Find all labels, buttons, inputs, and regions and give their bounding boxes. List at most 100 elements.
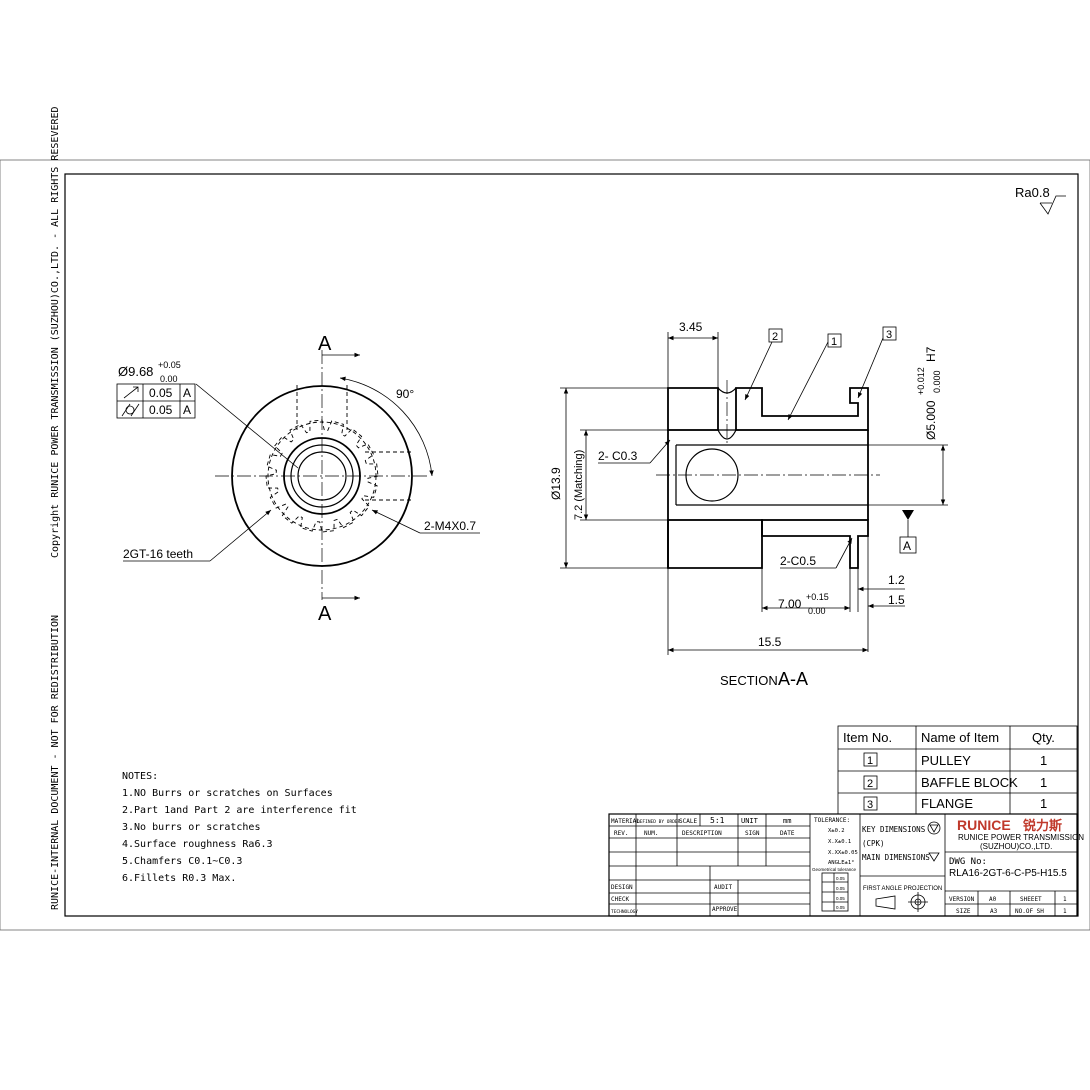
tb-size-label: SIZE — [956, 908, 971, 915]
tb-geo-4: 0.05 — [836, 905, 845, 910]
fcf-value-1: 0.05 — [149, 386, 173, 400]
bom-item-3: 3 — [867, 799, 873, 811]
company-logo: RUNICE — [957, 817, 1011, 833]
bore-tol-lower-s: 0.000 — [932, 370, 942, 393]
bom-qty-1: 1 — [1040, 753, 1047, 768]
tb-rev: REV. — [614, 830, 628, 837]
bom-qty-2: 1 — [1040, 775, 1047, 790]
note-1: 1.NO Burrs or scratches on Surfaces — [122, 788, 333, 799]
feature-control-frame: 0.05 A 0.05 A — [116, 383, 196, 419]
outer-frame — [0, 159, 1090, 931]
tb-dwg-label: DWG No: — [949, 857, 987, 867]
bom-table: Item No. Name of Item Qty. 1 PULLEY 1 2 … — [837, 725, 1078, 815]
note-4: 4.Surface roughness Ra6.3 — [122, 839, 273, 850]
tb-tol-4: ANGLE±1° — [828, 860, 855, 866]
company-name-2: (SUZHOU)CO.,LTD. — [980, 842, 1052, 851]
copyright-text: Copyright RUNICE POWER TRANSMISSION (SUZ… — [50, 106, 61, 558]
balloon-2: 2 — [772, 331, 778, 343]
bom-item-1: 1 — [867, 755, 873, 767]
section-view: 3.45 Ø13.9 7.2 (Matching) 2- C0.3 2-C0.5… — [549, 320, 948, 689]
thread-label: 2-M4X0.7 — [424, 519, 476, 533]
fcf-value-2: 0.05 — [149, 403, 173, 417]
bom-header-qty: Qty. — [1032, 730, 1055, 745]
tb-sheet: 1 — [1063, 896, 1067, 903]
bom-item-2: 2 — [867, 778, 873, 790]
key-dim-icon — [927, 821, 941, 835]
dim-7-lower: 0.00 — [808, 606, 826, 616]
note-2: 2.Part 1and Part 2 are interference fit — [122, 805, 357, 816]
tb-geo-2: 0.05 — [836, 886, 845, 891]
roughness-label: Ra0.8 — [1015, 185, 1050, 200]
tb-date: DATE — [780, 830, 795, 837]
title-block: MATERIAL DEFINED BY ORDER SCALE 5:1 UNIT… — [608, 813, 1084, 917]
tb-cpk: (CPK) — [862, 839, 885, 848]
dim-1-2: 1.2 — [888, 573, 905, 587]
tb-check: CHECK — [611, 896, 629, 903]
tb-tol-1: X±0.2 — [828, 828, 845, 834]
tb-design: DESIGN — [611, 884, 633, 891]
tb-key-dim: KEY DIMENSIONS — [862, 825, 926, 834]
bom-header-item: Item No. — [843, 730, 892, 745]
tb-geo-tol: Geometrical tolerance — [812, 867, 857, 872]
note-3: 3.No burrs or scratches — [122, 822, 260, 833]
fcf-datum-2: A — [183, 403, 191, 417]
section-mark-top: A — [318, 333, 332, 355]
fcf-datum-1: A — [183, 386, 191, 400]
balloon-1: 1 — [831, 336, 837, 348]
tb-defined: DEFINED BY ORDER — [637, 819, 681, 825]
inner-frame — [64, 173, 1079, 917]
tb-num: NUM. — [644, 830, 658, 837]
main-dim-icon — [928, 852, 940, 862]
tb-tolerance: TOLERANCE: — [814, 817, 850, 824]
runout-icon — [123, 386, 139, 399]
tb-geo-1: 0.05 — [836, 876, 845, 881]
bore-tol-upper-s: +0.012 — [916, 367, 926, 395]
dim-7-upper: +0.15 — [806, 592, 829, 602]
tb-dwg-no: RLA16-2GT-6-C-P5-H15.5 — [949, 868, 1067, 879]
tb-main-dim: MAIN DIMENSIONS — [862, 853, 930, 862]
tb-unit: mm — [783, 817, 791, 825]
chamfer-2-label: 2-C0.5 — [780, 554, 816, 568]
bom-header-name: Name of Item — [921, 730, 999, 745]
bom-name-2: BAFFLE BLOCK — [921, 775, 1018, 790]
tb-tol-3: X.XX±0.05 — [828, 850, 858, 856]
tb-version: A0 — [989, 896, 997, 903]
dim-matching: 7.2 (Matching) — [573, 450, 585, 520]
balloon-3: 3 — [886, 329, 892, 341]
note-5: 5.Chamfers C0.1~C0.3 — [122, 856, 242, 867]
chamfer-1-label: 2- C0.3 — [598, 449, 638, 463]
bom-name-1: PULLEY — [921, 753, 971, 768]
internal-doc-text: RUNICE-INTERNAL DOCUMENT - NOT FOR REDIS… — [50, 615, 61, 910]
company-logo-cn: 锐力斯 — [1023, 818, 1062, 833]
dim-1-5: 1.5 — [888, 593, 905, 607]
tb-audit: AUDIT — [714, 884, 732, 891]
tb-geo-3: 0.05 — [836, 896, 845, 901]
tb-scale: 5:1 — [710, 816, 725, 825]
tb-sign: SIGN — [745, 830, 760, 837]
dim-total: 15.5 — [758, 635, 782, 649]
dim-7: 7.00 — [778, 597, 802, 611]
tb-tol-2: X.X±0.1 — [828, 839, 851, 845]
note-6: 6.Fillets R0.3 Max. — [122, 873, 236, 884]
notes-title: NOTES: — [122, 771, 158, 782]
angle-90: 90° — [396, 387, 414, 401]
tb-noof: 1 — [1063, 908, 1067, 915]
dim-outer-dia: Ø13.9 — [549, 467, 563, 500]
dim-bore: Ø5.000 — [924, 400, 938, 440]
tb-projection: FIRST ANGLE PROJECTION — [863, 886, 942, 892]
tb-size: A3 — [990, 908, 998, 915]
bore-fit: H7 — [924, 346, 938, 362]
tb-description: DESCRIPTION — [682, 830, 722, 837]
bore-dia-label: Ø9.68 — [118, 364, 153, 379]
tb-unit-label: UNIT — [741, 817, 759, 825]
teeth-label: 2GT-16 teeth — [123, 547, 193, 561]
bore-tol-lower: 0.00 — [160, 374, 178, 384]
roughness-symbol-icon — [1039, 195, 1066, 215]
bom-qty-3: 1 — [1040, 796, 1047, 811]
notes: NOTES: 1.NO Burrs or scratches on Surfac… — [122, 771, 357, 884]
tb-approve: APPROVE — [712, 906, 738, 913]
projection-cone-icon — [875, 895, 896, 910]
tb-noof-label: NO.OF SH — [1015, 908, 1044, 915]
bore-tol-upper: +0.05 — [158, 360, 181, 370]
